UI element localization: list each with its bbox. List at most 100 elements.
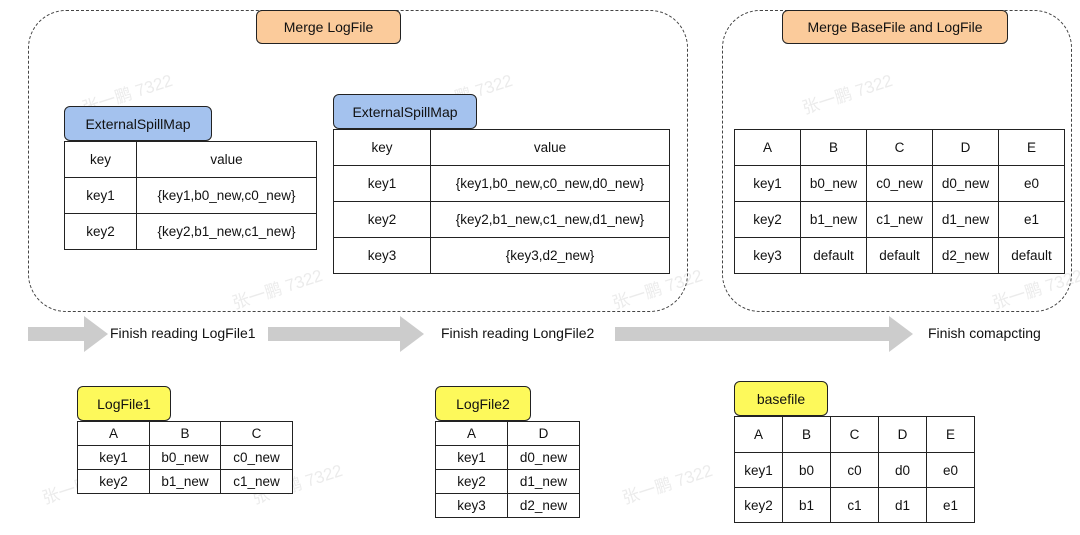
table-cell: c1 <box>830 487 879 523</box>
table-cell: key2 <box>435 469 508 494</box>
table-cell: {key2,b1_new,c1_new} <box>136 213 317 250</box>
step-finish-reading-logfile2: Finish reading LongFile2 <box>441 325 595 341</box>
merge-logfile-label: Merge LogFile <box>256 10 401 44</box>
external-spill-map-1-label: ExternalSpillMap <box>64 106 212 141</box>
merge-basefile-logfile-label: Merge BaseFile and LogFile <box>782 10 1008 44</box>
header-cell: E <box>998 129 1065 166</box>
progress-arrow-2 <box>268 316 424 352</box>
table-cell: key3 <box>435 493 508 518</box>
table-cell: e1 <box>998 201 1065 238</box>
header-cell: B <box>149 421 221 446</box>
header-cell: C <box>220 421 293 446</box>
header-cell: value <box>430 129 670 166</box>
table-cell: d0 <box>878 452 927 488</box>
header-cell: D <box>932 129 999 166</box>
table-cell: e0 <box>998 165 1065 202</box>
table-cell: default <box>866 237 933 274</box>
header-cell: E <box>926 416 975 453</box>
header-cell: C <box>866 129 933 166</box>
progress-arrow-1 <box>28 316 108 352</box>
table-cell: c0 <box>830 452 879 488</box>
step-finish-reading-logfile1: Finish reading LogFile1 <box>110 325 256 341</box>
table-cell: c0_new <box>866 165 933 202</box>
table-row: key2{key2,b1_new,c1_new,d1_new} <box>333 201 670 238</box>
header-cell: A <box>734 416 783 453</box>
progress-arrow-3 <box>615 316 913 352</box>
table-cell: b0_new <box>800 165 867 202</box>
header-cell: A <box>435 421 508 446</box>
step-finish-compacting: Finish comapcting <box>928 325 1041 341</box>
header-cell: key <box>333 129 431 166</box>
table-cell: key2 <box>77 469 150 494</box>
logfile1-label: LogFile1 <box>77 386 171 421</box>
table-cell: {key2,b1_new,c1_new,d1_new} <box>430 201 670 238</box>
table-cell: e1 <box>926 487 975 523</box>
table-cell: b0_new <box>149 445 221 470</box>
table-cell: d1_new <box>932 201 999 238</box>
table-cell: d1 <box>878 487 927 523</box>
table-cell: {key1,b0_new,c0_new,d0_new} <box>430 165 670 202</box>
header-cell: C <box>830 416 879 453</box>
table-row: key3{key3,d2_new} <box>333 237 670 274</box>
logfile2-label: LogFile2 <box>435 386 531 421</box>
table-cell: c1_new <box>220 469 293 494</box>
table-cell: d0_new <box>932 165 999 202</box>
table-cell: key1 <box>734 452 783 488</box>
external-spill-map-2-label: ExternalSpillMap <box>333 94 477 129</box>
header-cell: B <box>782 416 831 453</box>
table-cell: default <box>998 237 1065 274</box>
table-cell: key1 <box>64 177 137 214</box>
table-cell: d1_new <box>507 469 580 494</box>
table-cell: key1 <box>435 445 508 470</box>
table-cell: key2 <box>333 201 431 238</box>
table-cell: d2_new <box>932 237 999 274</box>
header-cell: key <box>64 141 137 178</box>
table-cell: d2_new <box>507 493 580 518</box>
basefile-label: basefile <box>734 381 828 416</box>
table-cell: key2 <box>734 201 801 238</box>
header-cell: value <box>136 141 317 178</box>
table-cell: key1 <box>734 165 801 202</box>
watermark-text: 张一鹏 7322 <box>619 460 715 508</box>
table-cell: key3 <box>333 237 431 274</box>
table-cell: b1_new <box>149 469 221 494</box>
header-cell: D <box>507 421 580 446</box>
arrow-shape-3 <box>615 316 913 352</box>
table-cell: key1 <box>77 445 150 470</box>
table-cell: {key3,d2_new} <box>430 237 670 274</box>
header-cell: B <box>800 129 867 166</box>
table-cell: b1_new <box>800 201 867 238</box>
table-cell: key3 <box>734 237 801 274</box>
table-cell: key2 <box>734 487 783 523</box>
table-row: key1{key1,b0_new,c0_new,d0_new} <box>333 165 670 202</box>
table-cell: key1 <box>333 165 431 202</box>
table-cell: c0_new <box>220 445 293 470</box>
table-row: key1{key1,b0_new,c0_new} <box>64 177 317 214</box>
table-cell: c1_new <box>866 201 933 238</box>
table-cell: b1 <box>782 487 831 523</box>
table-cell: default <box>800 237 867 274</box>
header-cell: A <box>734 129 801 166</box>
table-cell: b0 <box>782 452 831 488</box>
arrow-shape-2 <box>268 316 424 352</box>
